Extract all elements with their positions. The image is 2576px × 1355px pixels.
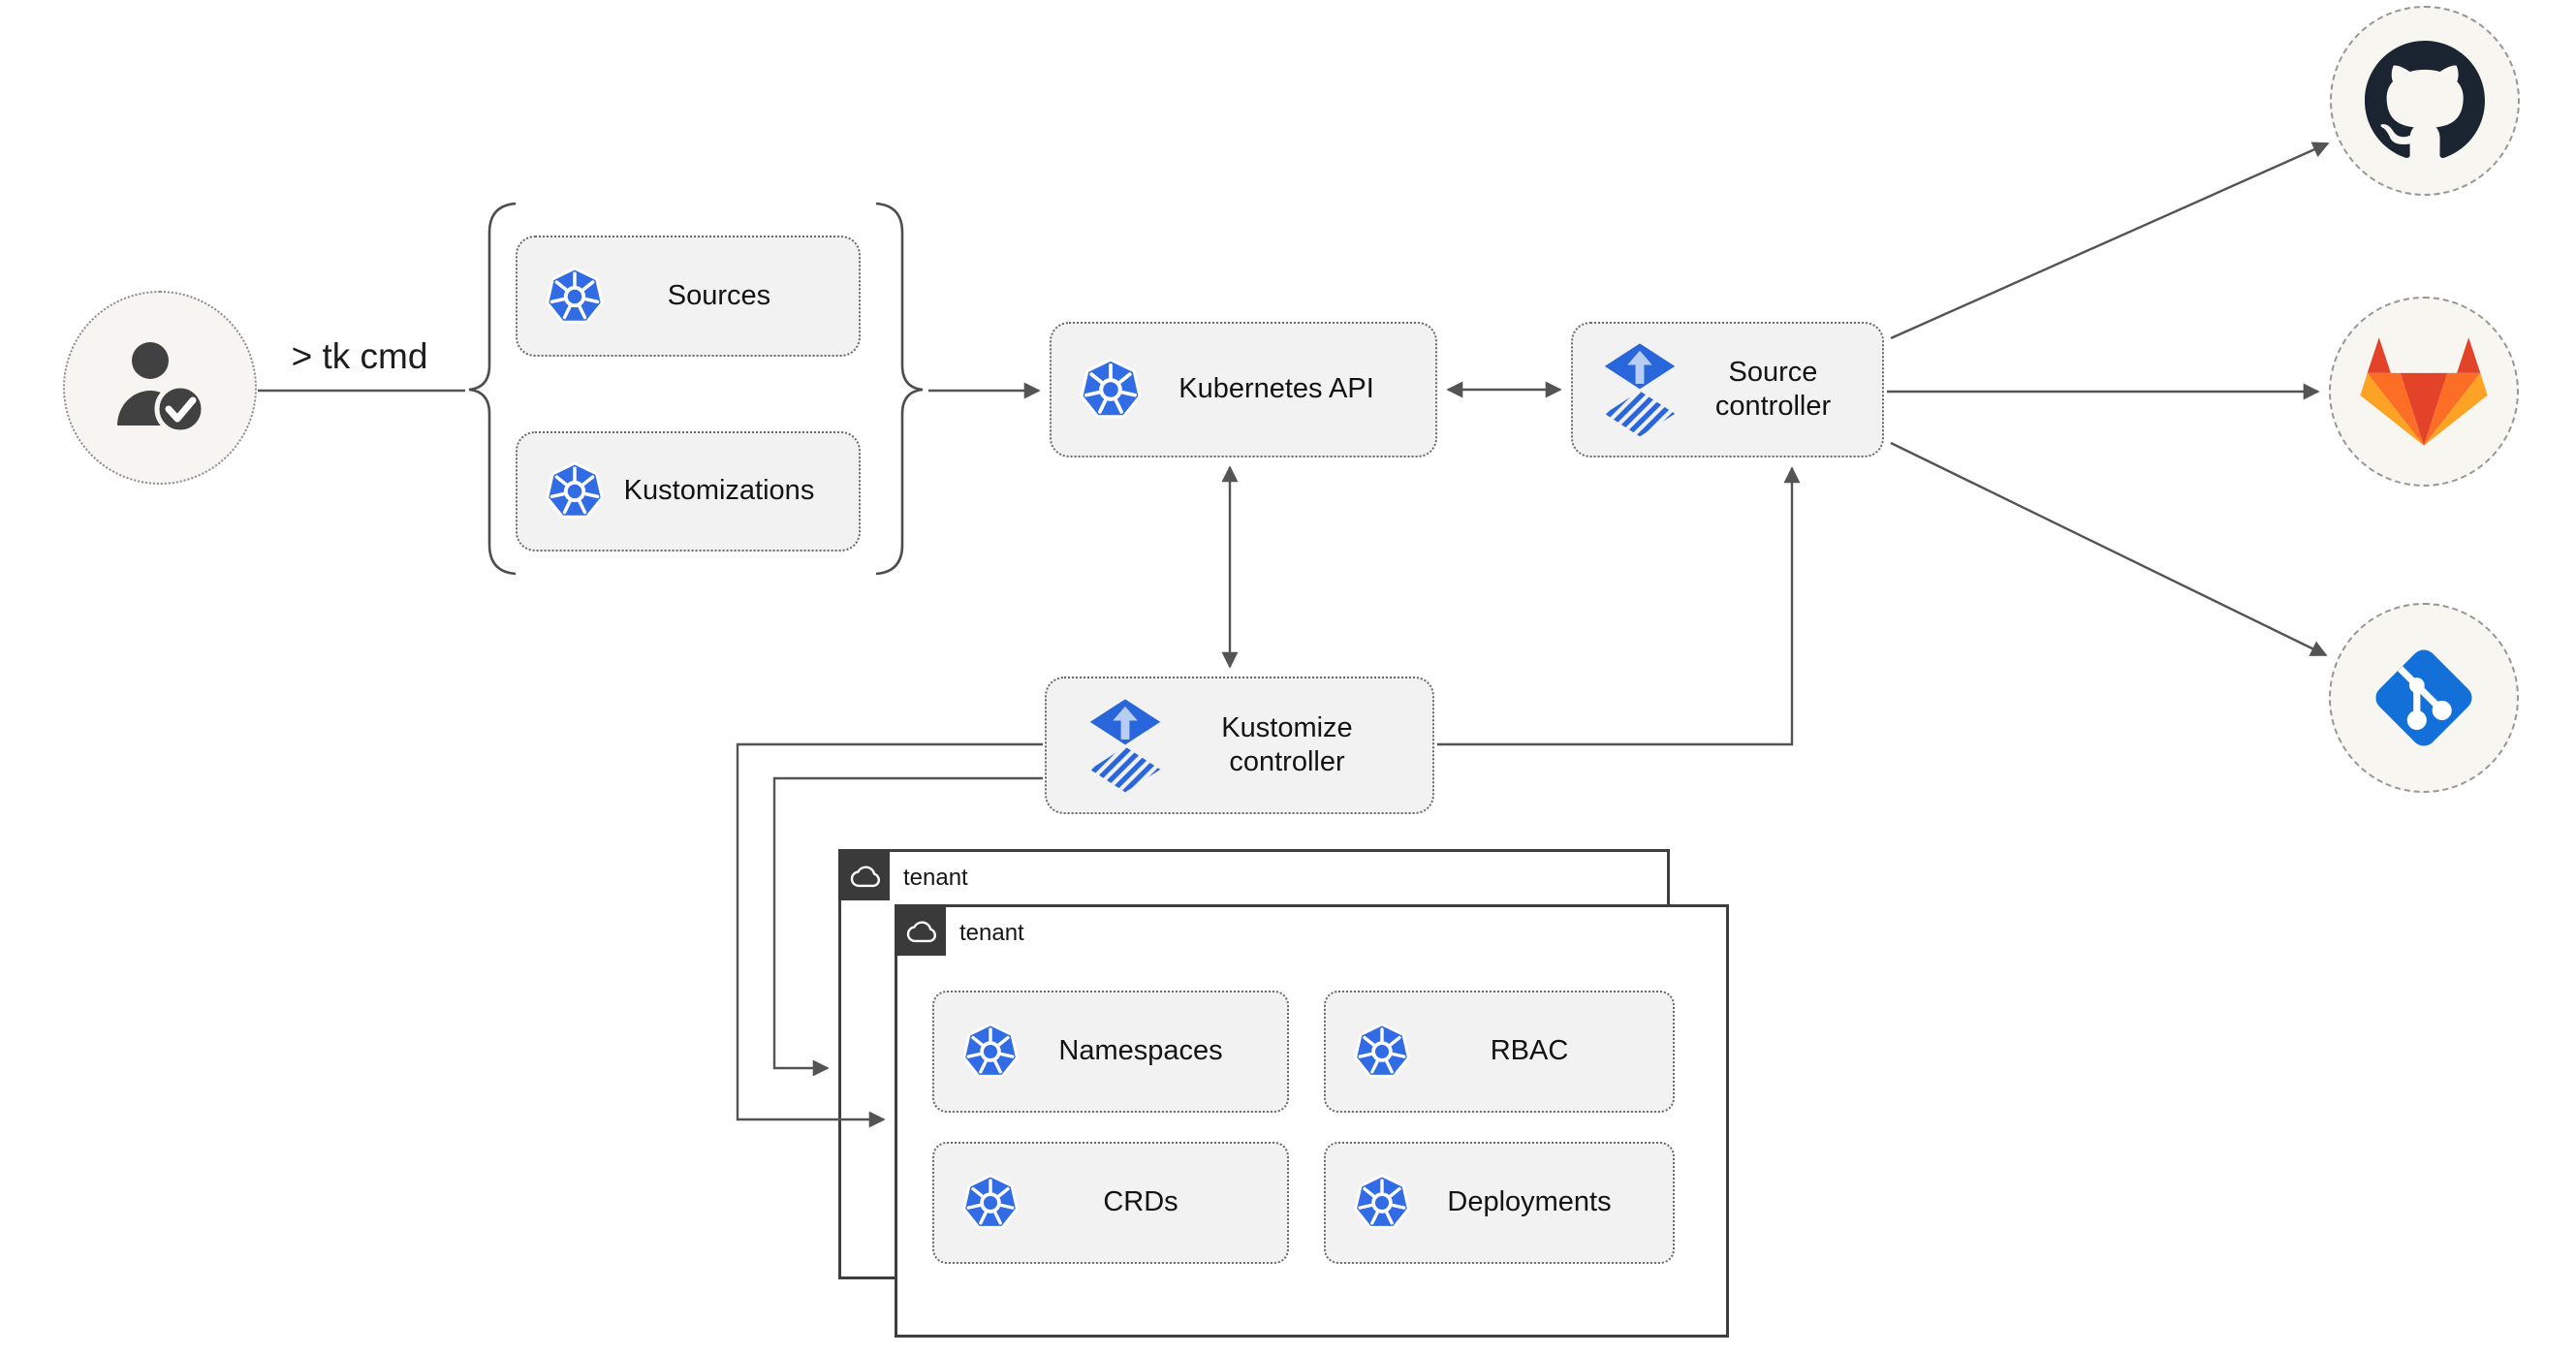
node-label: Kustomize controller	[1221, 711, 1353, 777]
node-crds: CRDs	[932, 1142, 1289, 1264]
remote-github	[2330, 6, 2520, 196]
node-deployments: Deployments	[1324, 1142, 1675, 1264]
cluster-tab	[838, 849, 890, 900]
kubernetes-icon	[961, 1174, 1020, 1232]
kubernetes-icon	[1079, 358, 1143, 422]
flux-icon	[1084, 698, 1167, 793]
node-label: Namespaces	[1058, 1035, 1223, 1067]
cluster-tab	[895, 904, 946, 956]
tenant-cluster-front: tenant	[895, 904, 1729, 1338]
node-namespaces: Namespaces	[932, 991, 1289, 1113]
node-sources: Sources	[516, 236, 861, 357]
node-kustomizations: Kustomizations	[516, 431, 861, 551]
remote-git	[2329, 603, 2519, 793]
node-label: Kubernetes API	[1178, 373, 1374, 405]
flux-icon	[1598, 342, 1681, 437]
kubernetes-icon	[1353, 1023, 1411, 1081]
gitlab-icon	[2358, 335, 2490, 448]
git-icon	[2357, 631, 2491, 765]
user-check-icon	[98, 326, 222, 450]
kubernetes-icon	[545, 267, 605, 327]
node-label: Sources	[667, 279, 771, 311]
tenant-label: tenant	[903, 865, 968, 891]
node-label: RBAC	[1490, 1035, 1569, 1067]
node-kustomize-controller: Kustomize controller	[1045, 677, 1434, 814]
edge-source-to-git	[1890, 441, 2328, 657]
node-label: Deployments	[1447, 1186, 1612, 1218]
cloud-icon	[847, 862, 882, 889]
group-brace-left	[468, 202, 517, 576]
node-source-controller: Source controller	[1571, 322, 1884, 457]
node-label: Source controller	[1714, 356, 1832, 422]
kubernetes-icon	[1353, 1174, 1411, 1232]
kubernetes-icon	[961, 1023, 1020, 1081]
node-label: Kustomizations	[623, 475, 815, 507]
user-avatar	[63, 291, 257, 485]
node-rbac: RBAC	[1324, 991, 1675, 1113]
remote-gitlab	[2329, 297, 2519, 487]
edge-source-to-github	[1890, 142, 2330, 340]
cloud-icon	[903, 917, 938, 944]
group-brace-right	[875, 202, 924, 576]
github-icon	[2365, 41, 2485, 161]
node-kubernetes-api: Kubernetes API	[1050, 322, 1437, 457]
node-label: CRDs	[1103, 1186, 1178, 1218]
cli-command-label: > tk cmd	[291, 336, 428, 376]
kubernetes-icon	[545, 461, 605, 521]
edge-kustomize-to-source	[1437, 466, 1801, 746]
tenant-label: tenant	[959, 920, 1024, 946]
